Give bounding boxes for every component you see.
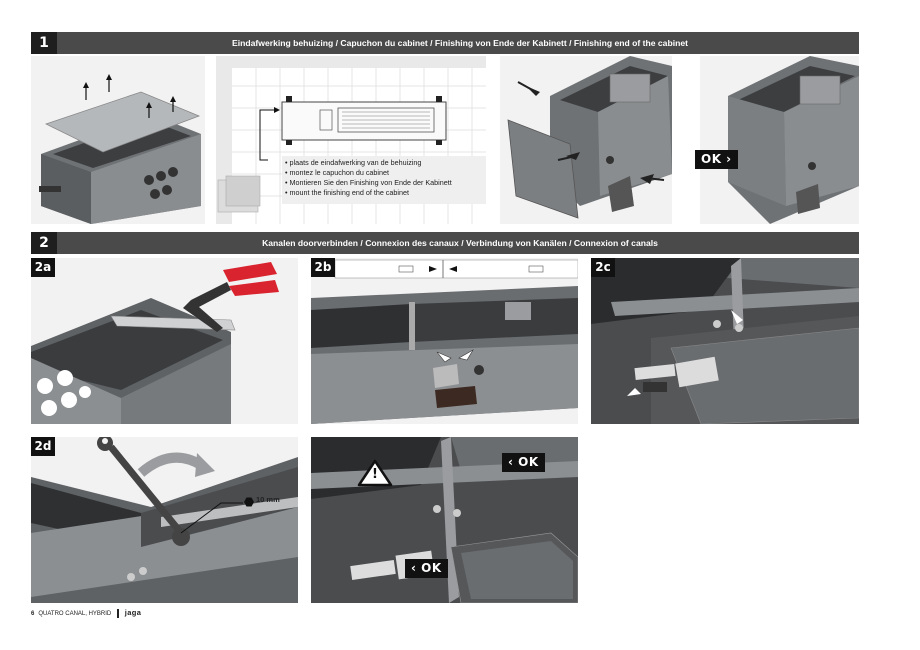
page-number: 6 bbox=[31, 611, 35, 617]
step-2b-image: 2b bbox=[311, 258, 578, 424]
step-1-image-c bbox=[500, 56, 672, 224]
product-name: QUATRO CANAL, HYBRID bbox=[38, 611, 112, 617]
step-tag-2a: 2a bbox=[31, 258, 55, 277]
section-2-title: Kanalen doorverbinden / Connexion des ca… bbox=[262, 238, 658, 248]
footer-separator bbox=[117, 608, 119, 618]
section-2-header: 2 Kanalen doorverbinden / Connexion des … bbox=[31, 232, 859, 254]
caption-line: • plaats de eindafwerking van de behuizi… bbox=[285, 158, 422, 167]
step-2c-image: 2c bbox=[591, 258, 859, 424]
step-1-caption: • plaats de eindafwerking van de behuizi… bbox=[282, 156, 486, 204]
section-1-number: 1 bbox=[31, 32, 57, 54]
step-1-image-a bbox=[31, 56, 205, 224]
caption-line: • montez le capuchon du cabinet bbox=[285, 168, 390, 177]
caption-line: • mount the finishing end of the cabinet bbox=[285, 188, 409, 197]
ok-badge: ‹ OK bbox=[502, 453, 545, 472]
wrench-size-label: 10 mm bbox=[256, 495, 280, 504]
section-1-header: 1 Eindafwerking behuizing / Capuchon du … bbox=[31, 32, 859, 54]
step-2a-image: 2a bbox=[31, 258, 298, 424]
warning-triangle-icon bbox=[357, 459, 393, 487]
section-2-number: 2 bbox=[31, 232, 57, 254]
hexagon-bolt-icon bbox=[244, 497, 254, 507]
brand-logo: jaga bbox=[124, 608, 142, 617]
ok-badge: ‹ OK bbox=[405, 559, 448, 578]
step-tag-2c: 2c bbox=[591, 258, 615, 277]
warning-symbol: ! bbox=[372, 467, 378, 482]
step-2d-image: 2d bbox=[31, 437, 298, 603]
section-1-title: Eindafwerking behuizing / Capuchon du ca… bbox=[232, 38, 688, 48]
step-1-image-d bbox=[700, 56, 859, 224]
step-tag-2b: 2b bbox=[311, 258, 335, 277]
ok-badge: OK › bbox=[695, 150, 738, 169]
caption-line: • Montieren Sie den Finishing von Ende d… bbox=[285, 178, 452, 187]
step-tag-2d: 2d bbox=[31, 437, 55, 456]
